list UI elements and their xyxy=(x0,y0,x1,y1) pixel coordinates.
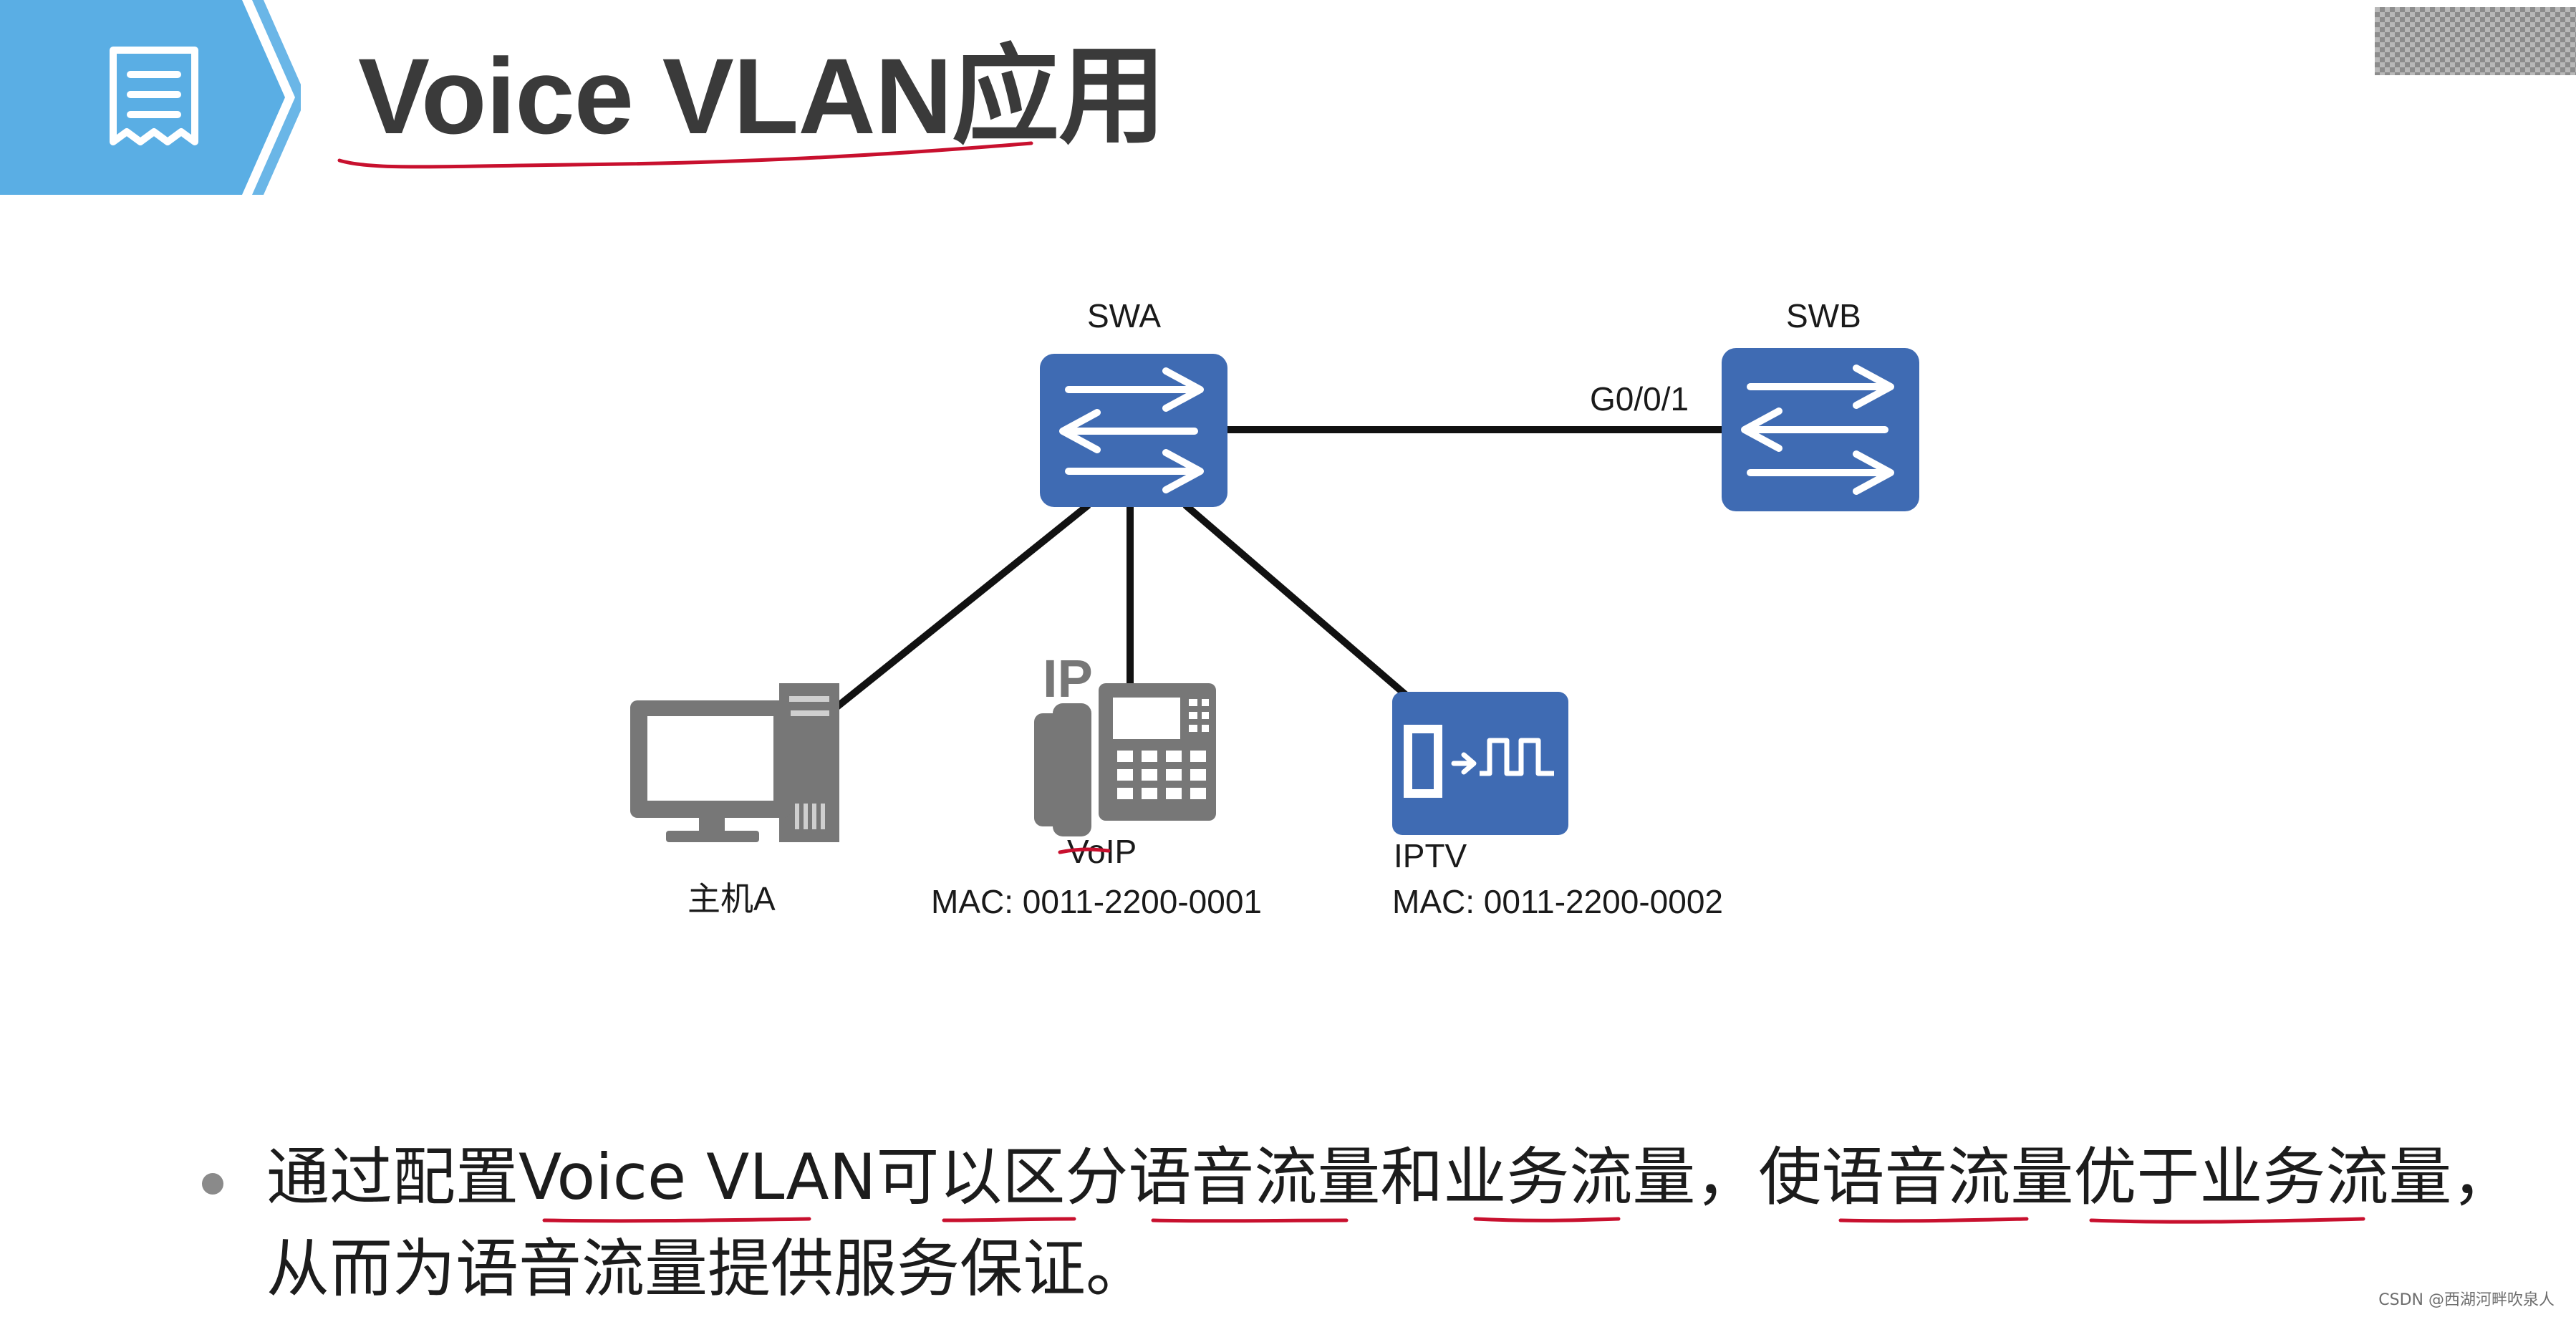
label-voip-mac: MAC: 0011-2200-0001 xyxy=(931,883,1262,920)
label-ip-badge: IP xyxy=(1043,649,1093,708)
ip-phone-icon xyxy=(1034,683,1216,836)
link-swa-host xyxy=(831,502,1091,712)
iptv-icon xyxy=(1392,692,1568,835)
switch-swb-icon xyxy=(1722,348,1919,511)
page-title: Voice VLAN应用 xyxy=(358,36,1166,156)
label-swb: SWB xyxy=(1786,297,1861,334)
label-iptv-mac: MAC: 0011-2200-0002 xyxy=(1392,883,1723,920)
label-iptv: IPTV xyxy=(1394,837,1467,874)
link-swa-iptv xyxy=(1182,502,1410,699)
header-ribbon xyxy=(0,0,301,195)
bullet-dot xyxy=(202,1173,223,1195)
bullet-text: 通过配置Voice VLAN可以区分语音流量和业务流量，使语音流量优于业务流量，… xyxy=(266,1140,2515,1306)
overlay-patch xyxy=(2375,7,2576,75)
label-voip: VoIP xyxy=(1067,833,1137,870)
watermark: CSDN @西湖河畔吹泉人 xyxy=(2378,1291,2555,1309)
label-swa: SWA xyxy=(1087,297,1162,334)
host-computer-icon xyxy=(630,683,839,842)
label-host-a: 主机A xyxy=(688,880,776,917)
switch-swa-icon xyxy=(1040,354,1227,507)
document-list-icon xyxy=(110,47,198,145)
label-port-g0-0-1: G0/0/1 xyxy=(1590,380,1689,418)
